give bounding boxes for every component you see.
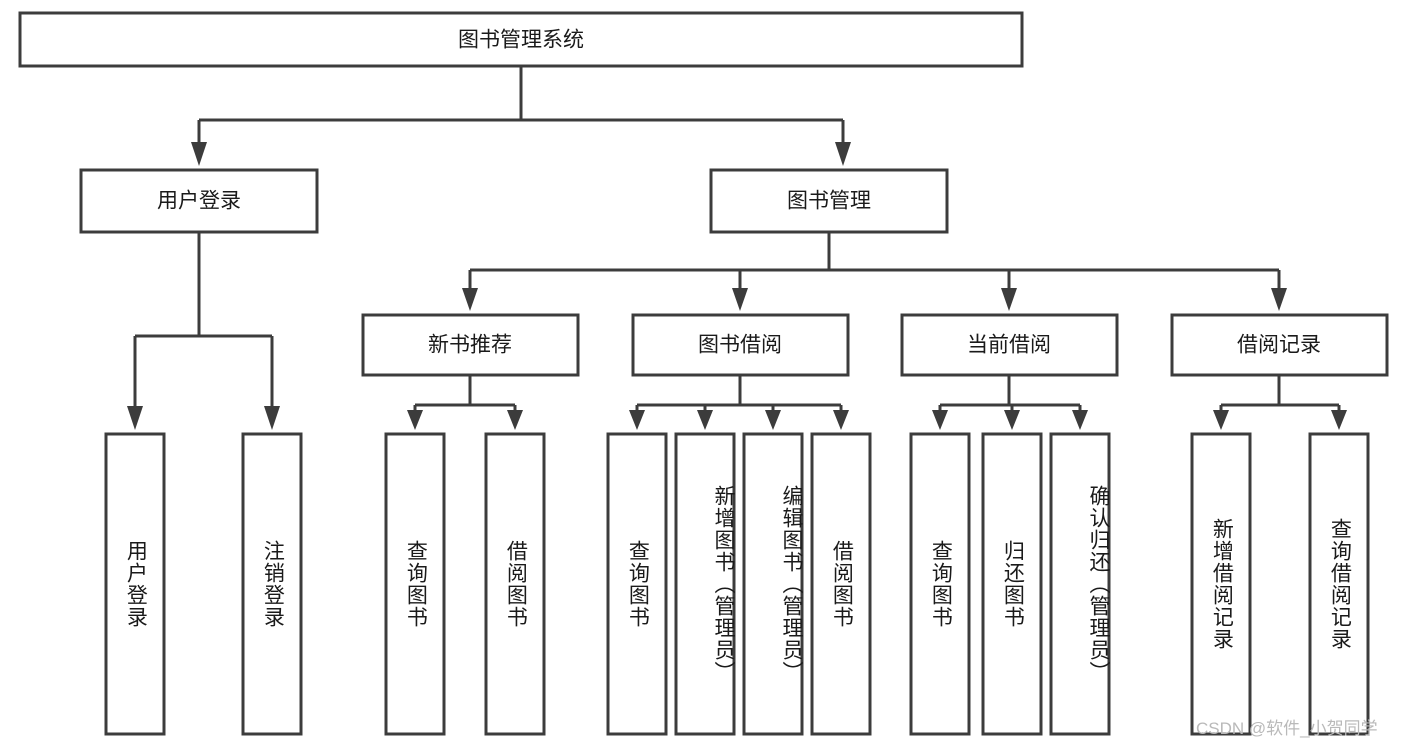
leaf-box-confirm-return-admin[interactable] — [1049, 432, 1111, 736]
connector-book-mgmt-to-level3 — [462, 232, 1287, 311]
csdn-watermark: CSDN @软件_小贺同学 — [1196, 719, 1378, 738]
connector-user-login-to-leaves — [127, 232, 280, 430]
node-root-box[interactable] — [18, 11, 1024, 68]
connector-current-borrow-to-leaves — [932, 375, 1088, 430]
node-new-book-recommend-label: 新书推荐 — [428, 334, 512, 357]
arrow-to-user-login — [191, 142, 207, 166]
connector-borrow-record-to-leaves — [1213, 375, 1347, 430]
connector-book-borrow-to-leaves — [629, 375, 849, 430]
leaf-box-query-book-current[interactable] — [909, 432, 971, 736]
leaf-box-logout[interactable] — [241, 432, 303, 736]
connector-root-to-level2 — [191, 66, 851, 166]
leaf-box-add-book-admin[interactable] — [674, 432, 736, 736]
node-book-borrow-label: 图书借阅 — [698, 334, 782, 357]
leaf-box-query-borrow-record[interactable] — [1308, 432, 1370, 736]
leaf-box-borrow-book[interactable] — [810, 432, 872, 736]
node-book-management[interactable]: 图书管理 — [709, 168, 949, 234]
node-root-label: 图书管理系统 — [458, 29, 584, 52]
node-user-login-label: 用户登录 — [157, 190, 241, 213]
node-book-management-label: 图书管理 — [787, 190, 871, 213]
node-borrow-record-label: 借阅记录 — [1237, 334, 1321, 357]
leaf-box-return-book[interactable] — [981, 432, 1043, 736]
node-root[interactable]: 图书管理系统 — [18, 11, 1024, 68]
leaf-box-query-book-rec[interactable] — [384, 432, 446, 736]
leaf-box-user-login[interactable] — [104, 432, 166, 736]
node-current-borrow[interactable]: 当前借阅 — [900, 313, 1119, 377]
connector-new-book-recommend-to-leaves — [407, 375, 523, 430]
node-borrow-record[interactable]: 借阅记录 — [1170, 313, 1389, 377]
node-current-borrow-label: 当前借阅 — [967, 334, 1051, 357]
arrow-to-book-mgmt — [835, 142, 851, 166]
node-new-book-recommend[interactable]: 新书推荐 — [361, 313, 580, 377]
node-user-login-box[interactable] — [79, 168, 319, 234]
leaf-box-query-book-borrow[interactable] — [606, 432, 668, 736]
node-new-book-recommend-box[interactable] — [361, 313, 580, 377]
leaf-box-edit-book-admin[interactable] — [742, 432, 804, 736]
node-book-borrow[interactable]: 图书借阅 — [631, 313, 850, 377]
leaf-box-borrow-book-rec[interactable] — [484, 432, 546, 736]
leaf-boxes — [104, 432, 1370, 736]
node-user-login[interactable]: 用户登录 — [79, 168, 319, 234]
node-current-borrow-box[interactable] — [900, 313, 1119, 377]
leaf-box-add-borrow-record[interactable] — [1190, 432, 1252, 736]
